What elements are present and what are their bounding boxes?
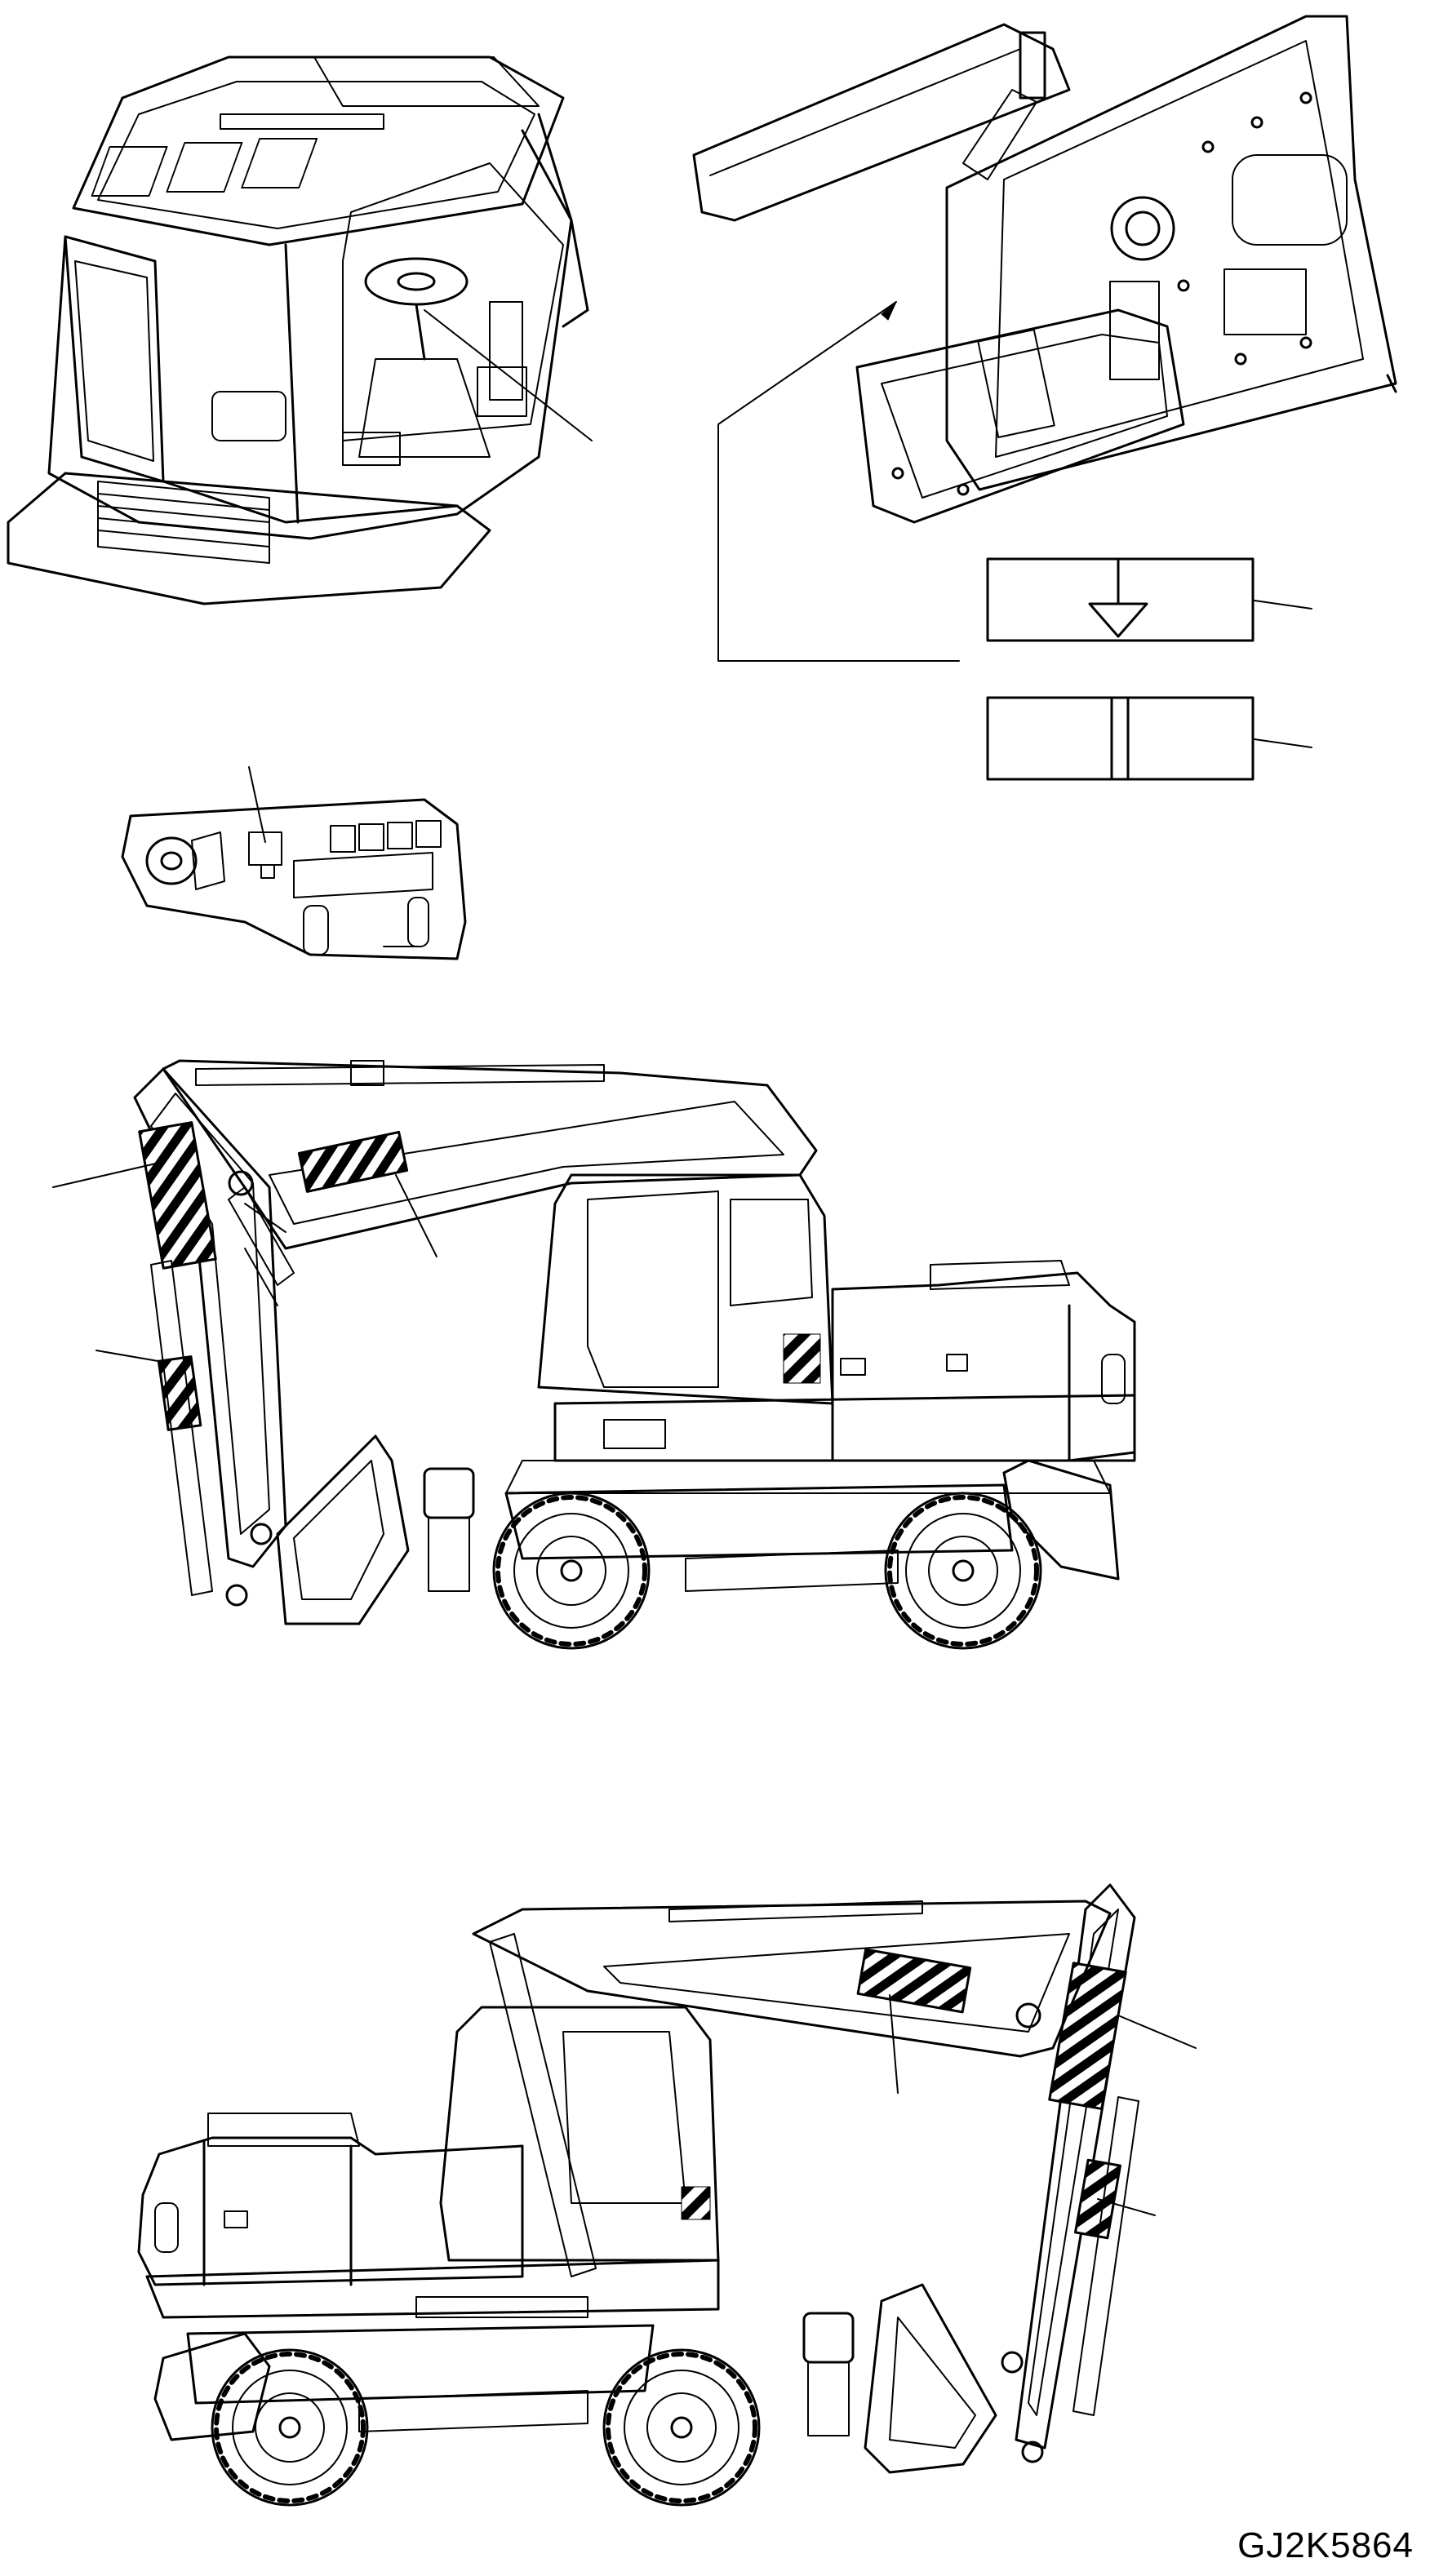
- decal-callout-divider: [986, 696, 1312, 781]
- console-view: [121, 766, 467, 960]
- excavator-side-view-right: [137, 1883, 1197, 2507]
- drawing-code: GJ2K5864: [1237, 2525, 1414, 2565]
- decal-callout-arrow: [986, 557, 1312, 642]
- excavator-side-view-left: [52, 1059, 1136, 1650]
- boom-decal-hatched: [297, 1130, 409, 1193]
- arm-decal-hatched-lower: [157, 1355, 202, 1431]
- arm-decal-hatched-upper-right: [1048, 1962, 1127, 2110]
- cab-view: [7, 55, 593, 605]
- boom-decal-hatched-right: [856, 1948, 972, 2014]
- frame-view: [692, 15, 1397, 662]
- arm-decal-hatched-upper: [138, 1121, 217, 1270]
